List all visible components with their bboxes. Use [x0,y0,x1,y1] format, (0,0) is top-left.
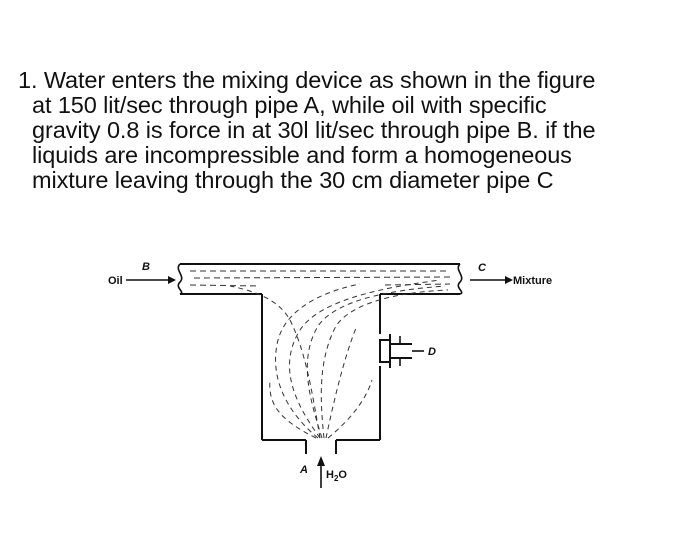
pipe-a-label: A [299,464,308,476]
problem-line-1: 1. Water enters the mixing device as sho… [18,67,596,93]
oil-arrow-head [168,276,176,284]
problem-line-5: mixture leaving through the 30 cm diamet… [32,167,554,193]
problem-statement: 1. Water enters the mixing device as sho… [18,68,694,193]
problem-line-3: gravity 0.8 is force in at 30l lit/sec t… [32,117,596,143]
mixing-chamber [229,279,449,441]
problem-line-2: at 150 lit/sec through pipe A, while oil… [32,92,547,118]
problem-line-4: liquids are incompressible and form a ho… [32,142,572,168]
pipe-c-label: C [478,262,487,274]
horizontal-pipe [177,263,463,295]
mixing-device-diagram: Oil B [108,261,552,488]
pipe-a [305,440,337,488]
water-label: H2O [326,469,347,483]
pipe-b-label: B [142,261,150,273]
mixture-arrow-head [505,276,513,284]
mixture-label: Mixture [513,275,552,287]
mixing-device-figure: Oil B [0,240,700,490]
oil-label: Oil [108,275,123,287]
pipe-d-label: D [428,346,436,358]
side-fitting-d [379,334,424,368]
